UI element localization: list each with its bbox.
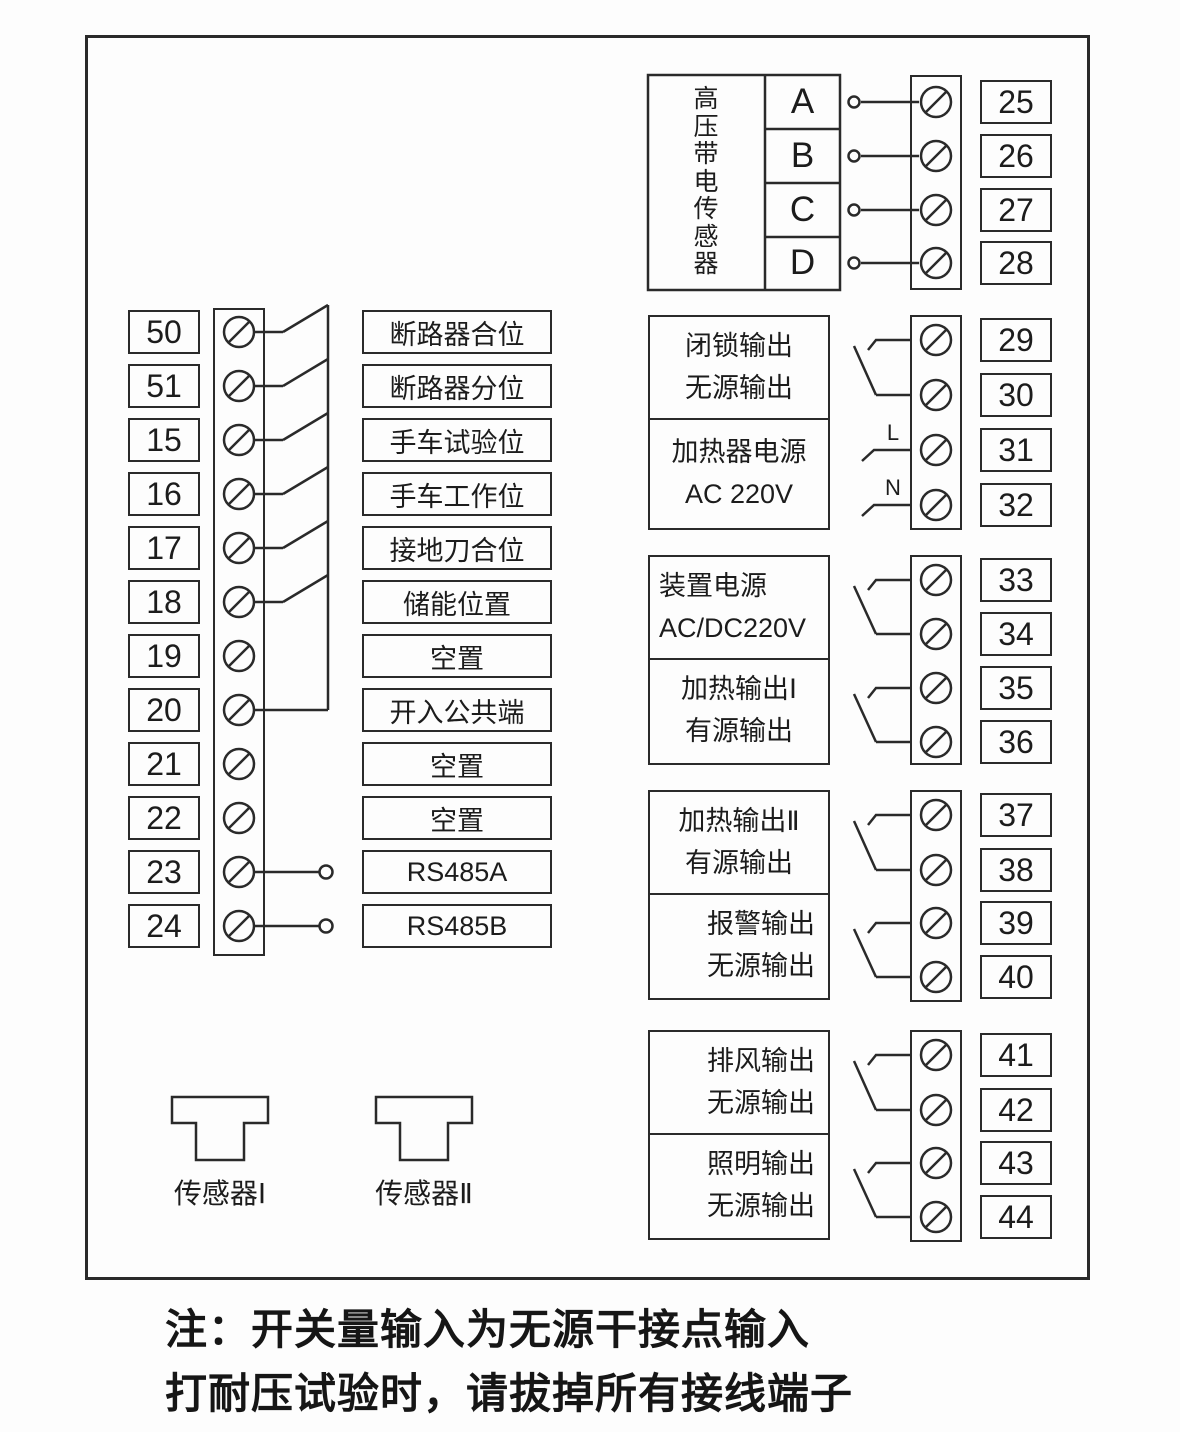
- terminal-number: 31: [980, 428, 1052, 472]
- terminal-number: 24: [128, 904, 200, 948]
- terminal-number: 36: [980, 720, 1052, 764]
- group-device-power: 装置电源 AC/DC220V: [648, 555, 830, 660]
- terminal-number: 28: [980, 241, 1052, 285]
- group-alarm-output: 报警输出 无源输出: [648, 892, 830, 1000]
- input-label: RS485A: [362, 850, 552, 894]
- terminal-number: 26: [980, 134, 1052, 178]
- terminal-number: 40: [980, 955, 1052, 999]
- terminal-number: 27: [980, 188, 1052, 232]
- terminal-number: 38: [980, 848, 1052, 892]
- group-label-line: 无源输出: [685, 372, 793, 403]
- input-label: 断路器合位: [362, 310, 552, 354]
- output-terminal-strip: [910, 1030, 962, 1242]
- terminal-number: 25: [980, 80, 1052, 124]
- terminal-number: 18: [128, 580, 200, 624]
- terminal-number: 21: [128, 742, 200, 786]
- input-label: 空置: [362, 796, 552, 840]
- group-label-line: 装置电源: [659, 570, 767, 601]
- terminal-number: 29: [980, 318, 1052, 362]
- terminal-number: 20: [128, 688, 200, 732]
- input-label: 开入公共端: [362, 688, 552, 732]
- input-label: 空置: [362, 742, 552, 786]
- terminal-number: 32: [980, 483, 1052, 527]
- group-label-line: 照明输出: [707, 1149, 815, 1180]
- group-heater-power: 加热器电源 AC 220V: [648, 417, 830, 530]
- terminal-number: 50: [128, 310, 200, 354]
- group-label-line: AC 220V: [684, 478, 794, 509]
- group-lockout-output: 闭锁输出 无源输出: [648, 315, 830, 420]
- terminal-number: 34: [980, 612, 1052, 656]
- input-label: 储能位置: [362, 580, 552, 624]
- device-outline: [85, 35, 1090, 1280]
- channel-label: B: [790, 136, 815, 175]
- group-label-line: 排风输出: [707, 1045, 815, 1076]
- group-label-line: 加热器电源: [671, 436, 807, 467]
- input-label: RS485B: [362, 904, 552, 948]
- group-label-line: 加热输出Ⅱ: [678, 805, 800, 836]
- terminal-number: 33: [980, 558, 1052, 602]
- input-label: 断路器分位: [362, 364, 552, 408]
- group-label-line: 无源输出: [707, 951, 815, 982]
- group-label-line: 有源输出: [685, 716, 793, 747]
- output-terminal-strip: [910, 315, 962, 530]
- terminal-number: 16: [128, 472, 200, 516]
- input-label: 手车工作位: [362, 472, 552, 516]
- input-label: 接地刀合位: [362, 526, 552, 570]
- terminal-number: 44: [980, 1195, 1052, 1239]
- input-label: 手车试验位: [362, 418, 552, 462]
- terminal-number: 23: [128, 850, 200, 894]
- input-label: 空置: [362, 634, 552, 678]
- group-label-line: 无源输出: [707, 1191, 815, 1222]
- terminal-number: 19: [128, 634, 200, 678]
- channel-label: A: [790, 82, 815, 121]
- terminal-number: 43: [980, 1141, 1052, 1185]
- group-label-line: 加热输出Ⅰ: [681, 674, 797, 705]
- terminal-number: 42: [980, 1088, 1052, 1132]
- note-line-1: 注：开关量输入为无源干接点输入: [165, 1306, 811, 1353]
- terminal-number: 35: [980, 666, 1052, 710]
- sensor-1-label: 传感器Ⅰ: [173, 1178, 267, 1209]
- group-label-line: 闭锁输出: [685, 330, 793, 361]
- channel-label: C: [789, 190, 816, 229]
- sensor-2-label: 传感器Ⅱ: [375, 1178, 473, 1209]
- group-label-line: AC/DC220V: [659, 612, 807, 643]
- terminal-number: 41: [980, 1033, 1052, 1077]
- group-label-line: 报警输出: [707, 909, 815, 940]
- terminal-number: 51: [128, 364, 200, 408]
- note-line-2: 打耐压试验时，请拔掉所有接线端子: [165, 1370, 854, 1417]
- terminal-number: 17: [128, 526, 200, 570]
- group-label-line: 有源输出: [685, 847, 793, 878]
- channel-label: D: [789, 243, 816, 282]
- terminal-number: 37: [980, 793, 1052, 837]
- hv-terminal-strip: [910, 75, 962, 290]
- output-terminal-strip: [910, 790, 962, 1002]
- group-label-line: 无源输出: [707, 1087, 815, 1118]
- output-terminal-strip: [910, 555, 962, 765]
- terminal-number: 15: [128, 418, 200, 462]
- input-terminal-strip: [213, 308, 265, 956]
- group-heating-output-2: 加热输出Ⅱ 有源输出: [648, 790, 830, 895]
- hv-sensor-title: 高压带电传感器: [693, 85, 719, 278]
- group-exhaust-output: 排风输出 无源输出: [648, 1030, 830, 1135]
- terminal-number: 39: [980, 901, 1052, 945]
- terminal-number: 30: [980, 373, 1052, 417]
- group-lighting-output: 照明输出 无源输出: [648, 1132, 830, 1240]
- group-heating-output-1: 加热输出Ⅰ 有源输出: [648, 657, 830, 765]
- terminal-number: 22: [128, 796, 200, 840]
